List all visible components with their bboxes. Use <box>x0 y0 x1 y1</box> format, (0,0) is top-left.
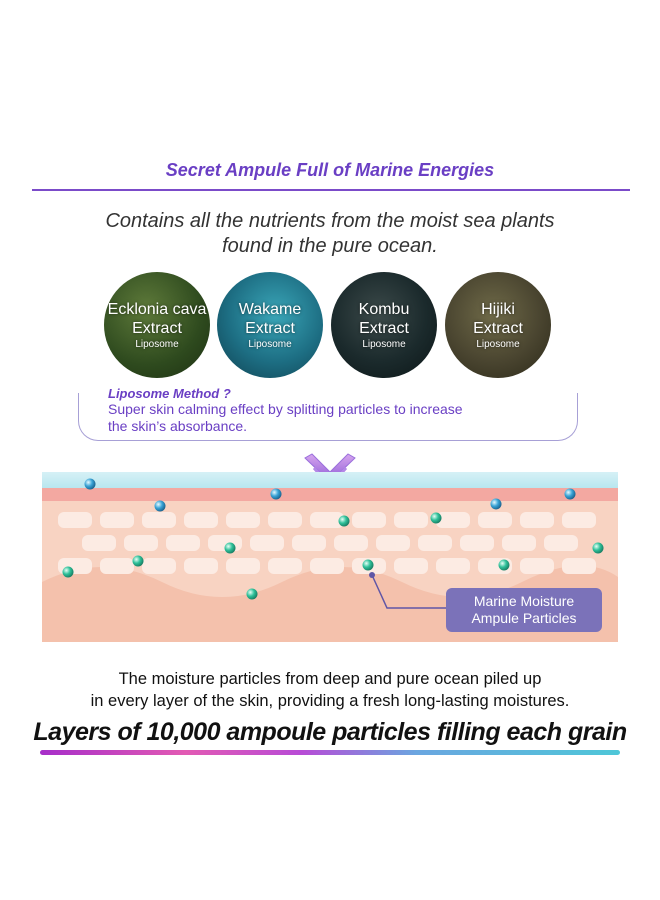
tagline: Layers of 10,000 ampoule particles filli… <box>33 718 627 746</box>
ampule-particles <box>62 478 604 600</box>
extract-form: Liposome <box>248 338 292 350</box>
label-pointer-line <box>369 572 446 609</box>
caption-line-1: The moisture particles from deep and pur… <box>118 670 542 688</box>
extract-name: Kombu <box>358 300 410 318</box>
extract-circle-hijiki: Hijiki Extract Liposome <box>445 272 551 378</box>
extract-name: Ecklonia cava <box>107 300 207 318</box>
subtitle-line-1: Contains all the nutrients from the mois… <box>105 210 555 232</box>
subtitle-line-2: found in the pure ocean. <box>222 235 438 257</box>
method-description: Super skin calming effect by splitting p… <box>108 401 528 435</box>
extract-name: Wakame <box>238 300 302 318</box>
extract-type: Extract <box>245 319 295 337</box>
caption-line-2: in every layer of the skin, providing a … <box>90 692 570 710</box>
method-title: Liposome Method ? <box>108 386 231 401</box>
extract-form: Liposome <box>135 338 179 350</box>
extract-circle-wakame: Wakame Extract Liposome <box>217 272 323 378</box>
extract-name: Hijiki <box>481 300 515 318</box>
extract-type: Extract <box>132 319 182 337</box>
extract-type: Extract <box>359 319 409 337</box>
surface-layer <box>42 472 618 488</box>
method-bracket <box>78 393 578 441</box>
title-divider <box>32 189 630 191</box>
extract-form: Liposome <box>476 338 520 350</box>
extract-circle-ecklonia: Ecklonia cava Extract Liposome <box>104 272 210 378</box>
method-line-1: Super skin calming effect by splitting p… <box>108 401 463 417</box>
caption: The moisture particles from deep and pur… <box>0 668 660 712</box>
epidermis-layer <box>42 488 618 501</box>
tagline-underline <box>40 750 620 755</box>
extract-form: Liposome <box>362 338 406 350</box>
particles-label-line-1: Marine Moisture <box>473 593 575 609</box>
skin-cells <box>58 512 596 574</box>
particles-label-line-2: Ampule Particles <box>471 610 577 626</box>
particles-label: Marine Moisture Ampule Particles <box>446 588 602 632</box>
extract-circle-kombu: Kombu Extract Liposome <box>331 272 437 378</box>
subtitle: Contains all the nutrients from the mois… <box>0 209 660 259</box>
section-title: Secret Ampule Full of Marine Energies <box>165 160 495 180</box>
method-line-2: the skin’s absorbance. <box>108 418 248 434</box>
extract-type: Extract <box>473 319 523 337</box>
